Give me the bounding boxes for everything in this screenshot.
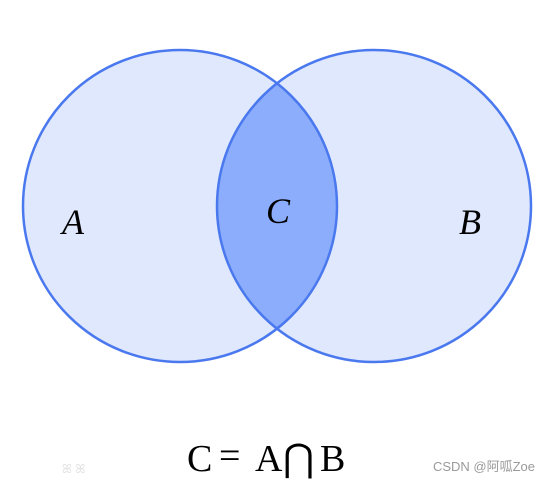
formula-operand-a: A: [255, 438, 283, 480]
set-a-label: A: [60, 202, 85, 242]
formula: C = A ⋂ B: [187, 435, 345, 480]
intersection-label: C: [266, 191, 291, 231]
formula-left: C: [187, 438, 212, 480]
intersection-region: [217, 50, 337, 362]
formula-equals: =: [219, 435, 240, 477]
faint-scribble-mark: ꕤ ꕤ: [62, 462, 86, 476]
formula-intersection-symbol: ⋂: [283, 438, 314, 480]
set-a-outline: [21, 48, 339, 364]
formula-operand-b: B: [320, 438, 345, 480]
set-b-outline: [215, 48, 533, 364]
watermark: CSDN @阿呱Zoe: [432, 459, 535, 474]
set-b-label: B: [459, 202, 481, 242]
